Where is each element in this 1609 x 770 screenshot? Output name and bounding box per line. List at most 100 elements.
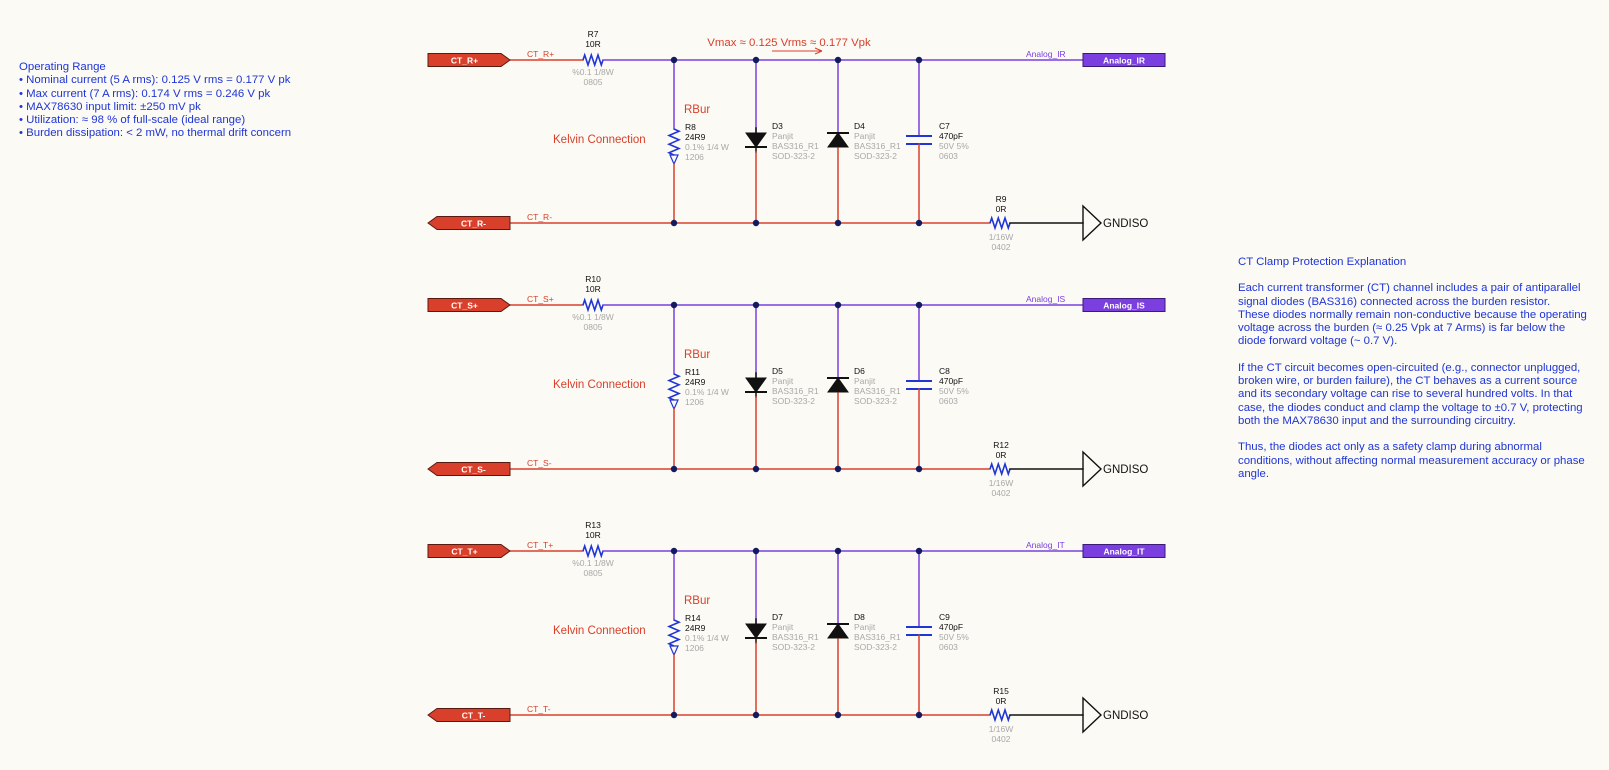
input-port-positive: CT_T+	[427, 544, 511, 558]
diode-package: SOD-323-2	[772, 396, 815, 406]
diode-package: SOD-323-2	[854, 642, 897, 652]
net-label-output: Analog_IT	[1026, 540, 1065, 550]
cap-spec: 50V 5%	[939, 632, 969, 642]
input-port-negative: CT_T-	[427, 708, 511, 722]
cap-value: 470pF	[939, 131, 963, 141]
burden-value: 24R9	[685, 623, 706, 633]
series-resistor-ref: R7	[588, 29, 599, 39]
gnd-resistor-package: 0402	[992, 242, 1011, 252]
burden-resistor-symbol	[666, 619, 682, 647]
burden-value: 24R9	[685, 377, 706, 387]
diode-package: SOD-323-2	[772, 642, 815, 652]
diode-part: BAS316_R1	[772, 632, 819, 642]
net-label-negative: CT_R-	[527, 212, 552, 222]
port-shape	[1082, 53, 1166, 67]
input-port-negative: CT_S-	[427, 462, 511, 476]
net-label-positive: CT_T+	[527, 540, 553, 550]
gnd-resistor-spec: 1/16W	[989, 724, 1014, 734]
junction-dot	[670, 547, 678, 555]
resistor-symbol	[582, 297, 604, 313]
series-resistor-package: 0805	[584, 322, 603, 332]
diode-package: SOD-323-2	[772, 151, 815, 161]
gnd-resistor-package: 0402	[992, 734, 1011, 744]
diode-ref: D8	[854, 612, 865, 622]
protection-line: These diodes normally remain non-conduct…	[1238, 308, 1587, 321]
operating-range-note: Operating Range • Nominal current (5 A r…	[19, 61, 379, 141]
junction-dot	[915, 56, 923, 64]
burden-value: 24R9	[685, 132, 706, 142]
junction-dot	[834, 465, 842, 473]
port-label: CT_R-	[461, 218, 486, 228]
diode-triangle	[745, 132, 767, 148]
series-resistor-package: 0805	[584, 77, 603, 87]
junction-dot	[752, 547, 760, 555]
port-label: CT_R+	[451, 55, 478, 65]
resistor-symbol	[582, 543, 604, 559]
gnd-symbol	[1082, 450, 1103, 488]
diode-ref: D6	[854, 366, 865, 376]
protection-line: both the MAX78630 input and the surround…	[1238, 414, 1516, 427]
port-shape	[427, 462, 511, 476]
diode-part: BAS316_R1	[854, 141, 901, 151]
net-label-positive: CT_S+	[527, 294, 554, 304]
gnd-resistor-ref: R12	[993, 440, 1009, 450]
burden-spec: 0.1% 1/4 W	[685, 387, 729, 397]
operating-range-bullet: • Max current (7 A rms): 0.174 V rms = 0…	[19, 87, 271, 100]
port-label: CT_S-	[461, 464, 486, 474]
junction-dot	[670, 301, 678, 309]
ct-channel: GNDISO CT_T+ CT_T- Analog_IT CT_T+ CT_T- Analo…	[427, 520, 1166, 744]
ct-clamp-protection-note: CT Clamp Protection Explanation Each cur…	[1238, 256, 1598, 481]
cap-ref: C8	[939, 366, 950, 376]
diode-up	[827, 623, 849, 639]
net-label-negative: CT_T-	[527, 704, 551, 714]
junction-dot	[915, 547, 923, 555]
resistor-symbol	[989, 461, 1011, 477]
output-port: Analog_IT	[1082, 544, 1166, 558]
junction-dot	[915, 301, 923, 309]
series-resistor-ref: R13	[585, 520, 601, 530]
series-resistor-value: 10R	[585, 284, 601, 294]
diode-ref: D3	[772, 121, 783, 131]
port-label: CT_S+	[451, 300, 478, 310]
junction-dot	[834, 56, 842, 64]
series-resistor-package: 0805	[584, 568, 603, 578]
cap-spec: 50V 5%	[939, 141, 969, 151]
burden-package: 1206	[685, 643, 704, 653]
net-label-negative: CT_S-	[527, 458, 552, 468]
operating-range-bullet: • MAX78630 input limit: ±250 mV pk	[19, 100, 201, 113]
gnd-symbol	[1082, 696, 1103, 734]
junction-dot	[752, 465, 760, 473]
kelvin-label: Kelvin Connection	[553, 625, 646, 637]
series-resistor-value: 10R	[585, 39, 601, 49]
diode-down	[745, 623, 767, 639]
cap-package: 0603	[939, 396, 958, 406]
diode-mfr: Panjit	[772, 376, 794, 386]
protection-line: and its secondary voltage can rise to se…	[1238, 388, 1573, 401]
input-port-positive: CT_S+	[427, 298, 511, 312]
port-label: Analog_IT	[1103, 546, 1145, 556]
port-label: CT_T+	[451, 546, 477, 556]
gnd-label: GNDISO	[1103, 710, 1148, 722]
diode-part: BAS316_R1	[854, 632, 901, 642]
junction-dot	[834, 301, 842, 309]
rbur-label: RBur	[684, 595, 710, 607]
diode-package: SOD-323-2	[854, 396, 897, 406]
burden-ref: R14	[685, 613, 701, 623]
diode-package: SOD-323-2	[854, 151, 897, 161]
cap-ref: C9	[939, 612, 950, 622]
port-shape	[427, 53, 511, 67]
protection-title: CT Clamp Protection Explanation	[1238, 256, 1407, 268]
operating-range-title: Operating Range	[19, 61, 106, 73]
resistor-symbol	[582, 52, 604, 68]
port-shape	[427, 544, 511, 558]
diode-up	[827, 132, 849, 148]
current-arrow-head	[814, 47, 823, 55]
series-resistor-ref: R10	[585, 274, 601, 284]
cap-ref: C7	[939, 121, 950, 131]
diode-mfr: Panjit	[772, 131, 794, 141]
diode-triangle	[827, 132, 849, 148]
output-port: Analog_IS	[1082, 298, 1166, 312]
cap-value: 470pF	[939, 622, 963, 632]
port-shape	[1082, 544, 1166, 558]
